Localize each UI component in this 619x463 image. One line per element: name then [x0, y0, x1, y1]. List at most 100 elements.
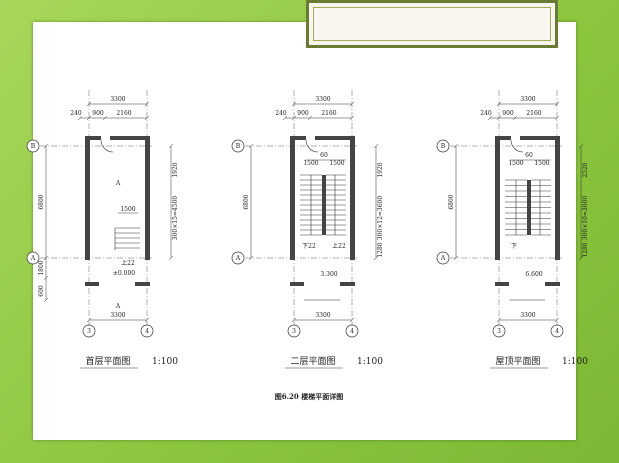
tick — [248, 143, 254, 149]
title-box — [306, 0, 558, 48]
tick — [578, 255, 584, 261]
wall-left — [85, 138, 90, 260]
axis-bubble-4-label: 4 — [350, 328, 354, 335]
tick — [554, 115, 560, 121]
tick — [291, 115, 297, 121]
elevation-label: 6.600 — [525, 271, 542, 278]
axis-bubble-3-label: 3 — [292, 328, 296, 335]
dim-left-main-label: 6800 — [38, 194, 45, 209]
lower-wall-left — [290, 282, 304, 286]
wall-left — [495, 138, 500, 260]
tick — [453, 143, 459, 149]
tick — [86, 317, 92, 323]
tick — [144, 115, 150, 121]
axis-bubble-3 — [82, 324, 96, 338]
tick — [86, 115, 92, 121]
dim-right-lower-label: 1280 — [582, 242, 589, 257]
entrance-wall-left — [85, 282, 99, 286]
section-mark-bottom: A — [115, 303, 121, 310]
plan-scale: 1:100 — [562, 357, 588, 367]
width1-label: 1500 — [508, 160, 523, 167]
tick — [168, 143, 174, 149]
axis-bubble-3 — [492, 324, 506, 338]
dim-top-left-label: 240 — [275, 110, 287, 117]
dim-right-stair-label: 300×12=3600 — [377, 196, 384, 241]
door-swing — [510, 139, 524, 153]
elevation-label: ±0.000 — [113, 270, 135, 277]
tick — [554, 101, 560, 107]
tick — [168, 255, 174, 261]
dim-left-main-label: 6800 — [243, 194, 250, 209]
dim-top-left-label: 240 — [480, 110, 492, 117]
tick — [578, 143, 584, 149]
tick — [291, 101, 297, 107]
dim-right-upper-label: 1920 — [377, 162, 384, 177]
axis-bubble-a-label: A — [30, 255, 36, 262]
tick — [349, 101, 355, 107]
axis-bubble-a-label: A — [440, 255, 446, 262]
dim-top-mid-label: 900 — [502, 110, 514, 117]
up-label: 上22 — [332, 242, 346, 250]
dim-right-upper-label: 2520 — [582, 162, 589, 177]
width1-label: 1500 — [303, 160, 318, 167]
plan-scale: 1:100 — [152, 357, 178, 367]
wall-top-left — [495, 136, 511, 140]
up-label: 上22 — [121, 259, 135, 267]
down-label: 下22 — [302, 243, 316, 250]
tick — [43, 143, 49, 149]
dim-top-total-label: 3300 — [315, 96, 330, 103]
dim-right-lower-label: 1280 — [377, 242, 384, 257]
tick — [291, 317, 297, 323]
plan-scale: 1:100 — [357, 357, 383, 367]
tick — [349, 115, 355, 121]
gap-label: 60 — [525, 152, 533, 159]
plan-2: B A 3 4 3300 240 900 2160 6800 1920 300×12=3600128… — [231, 90, 384, 369]
wall-top-left — [290, 136, 306, 140]
tick — [453, 255, 459, 261]
tick — [86, 101, 92, 107]
dim-top-mid-label: 900 — [297, 110, 309, 117]
dim-top-left-label: 240 — [70, 110, 82, 117]
axis-bubble-a-label: A — [235, 255, 241, 262]
width2-label: 1500 — [534, 160, 549, 167]
section-mark-top: A — [115, 180, 121, 187]
tick — [373, 143, 379, 149]
dim-right-stair-label: 300×15=4500 — [172, 196, 179, 241]
axis-bubble-b-label: B — [236, 143, 241, 150]
tick — [102, 115, 108, 121]
wall-left — [290, 138, 295, 260]
dim-right-stair-label: 300×10=3000 — [582, 196, 589, 241]
stair-well — [527, 180, 531, 235]
tick — [282, 115, 288, 121]
axis-bubble-3-label: 3 — [87, 328, 91, 335]
dim-top-right-label: 2160 — [321, 110, 336, 117]
axis-bubble-4-label: 4 — [555, 328, 559, 335]
dim-top-total-label: 3300 — [520, 96, 535, 103]
axis-bubble-b — [26, 139, 40, 153]
axis-bubble-a — [436, 251, 450, 265]
slide-card — [33, 22, 576, 440]
tick — [307, 115, 313, 121]
door-swing — [100, 139, 114, 153]
axis-bubble-b — [231, 139, 245, 153]
landing-label: 1500 — [120, 206, 135, 213]
down-label: 下 — [511, 243, 517, 250]
tick — [496, 101, 502, 107]
axis-bubble-b-label: B — [441, 143, 446, 150]
elevation-label: 3.300 — [320, 271, 337, 278]
axis-bubble-4 — [550, 324, 564, 338]
dim-left-bottom-label: 600 — [38, 285, 45, 297]
dim-top-mid-label: 900 — [92, 110, 104, 117]
axis-bubble-a — [231, 251, 245, 265]
wall-right — [555, 138, 560, 260]
lower-wall-right — [340, 282, 355, 286]
wall-top-right — [520, 136, 560, 140]
tick — [496, 317, 502, 323]
axis-bubble-b — [436, 139, 450, 153]
tick — [144, 317, 150, 323]
tick — [144, 101, 150, 107]
dim-left-lower-label: 1800 — [38, 260, 45, 275]
